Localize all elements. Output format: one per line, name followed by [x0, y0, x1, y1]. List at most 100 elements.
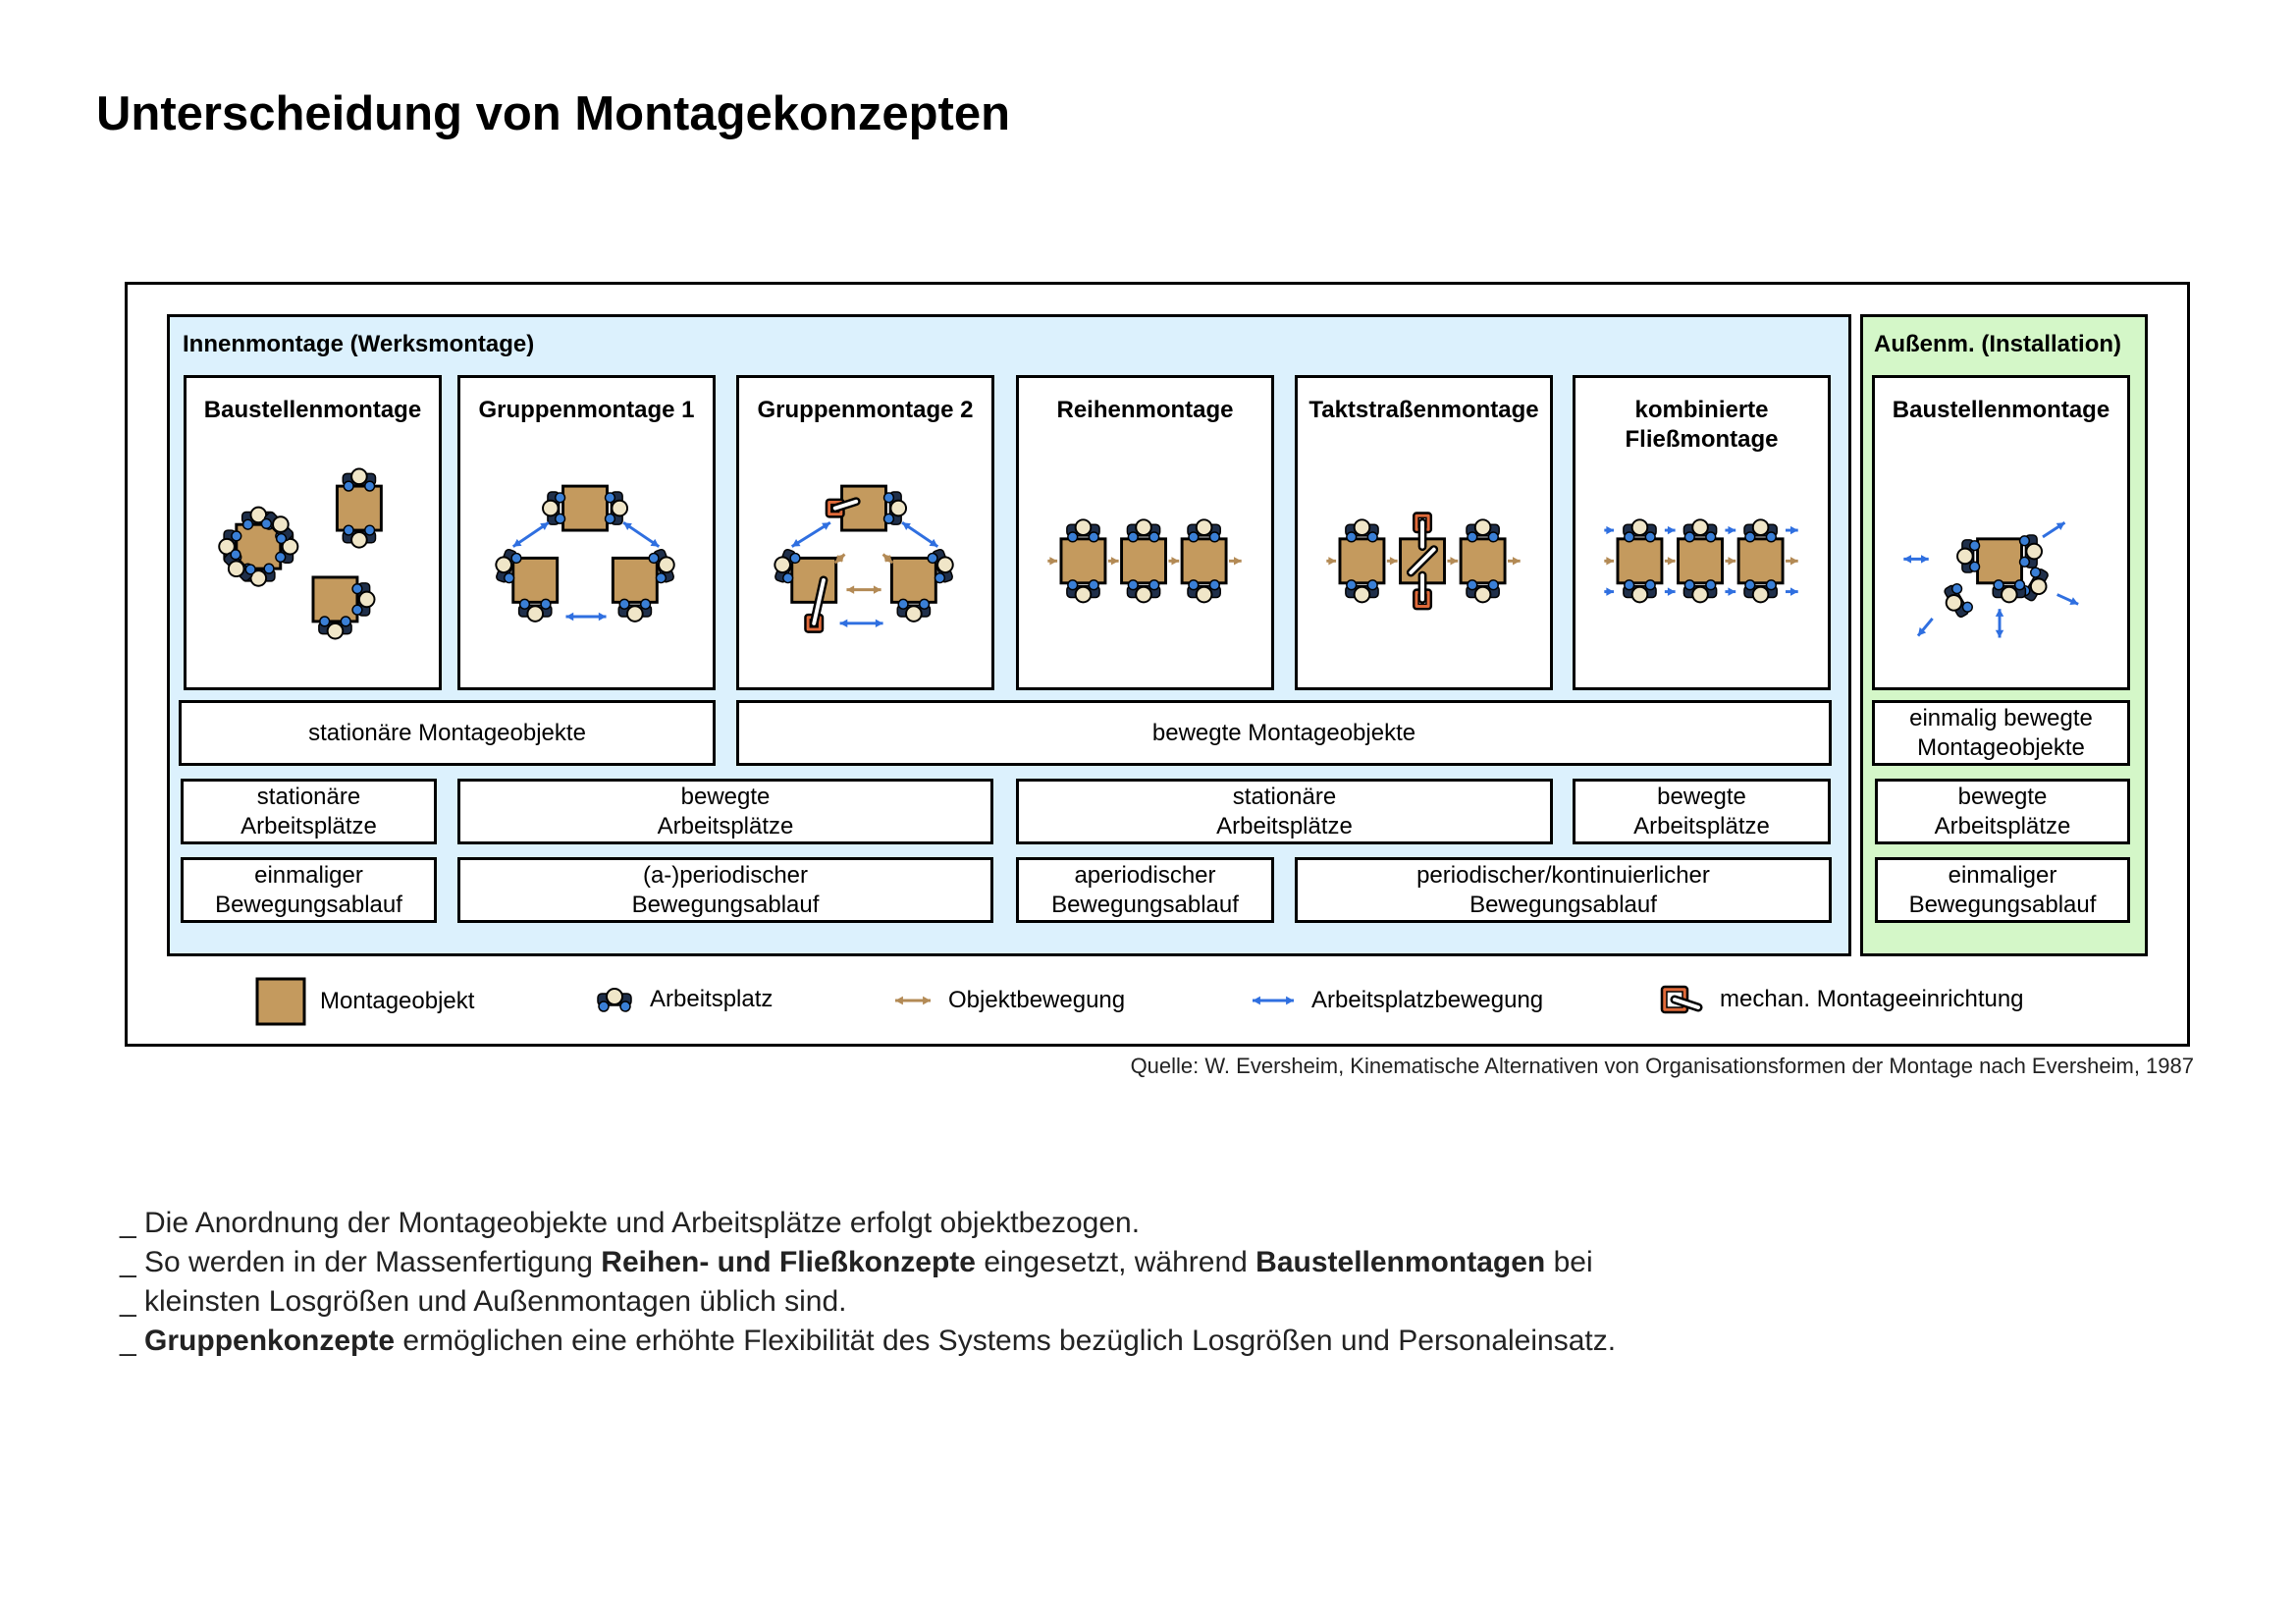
worker-hand [598, 1001, 610, 1012]
worker-hand [504, 572, 515, 584]
worker-head [1074, 585, 1093, 604]
arbeitsplatz-mark [896, 598, 932, 623]
cell-bewegte-montageobjekte: bewegte Montageobjekte [736, 700, 1832, 766]
arrow-head [791, 539, 801, 547]
concept-baustellenmontage: Baustellenmontage [184, 375, 442, 690]
arbeitsplatz-mark [1345, 579, 1379, 604]
worker-hand [655, 572, 667, 584]
worker-hand [934, 572, 946, 584]
worker-hand [2018, 535, 2031, 547]
worker-hand [1993, 579, 2004, 591]
arrow-head [846, 585, 855, 594]
arrow-head [1171, 557, 1180, 566]
montageobjekt-square [1736, 537, 1785, 585]
arbeitsplatz-mark [351, 582, 376, 617]
bullet-item: _ So werden in der Massenfertigung Reihe… [120, 1243, 1616, 1282]
concept-gruppenmontage-1: Gruppenmontage 1 [457, 375, 716, 690]
arbeitsplatzbewegung-arrow [1995, 609, 2004, 638]
worker-hand [2013, 579, 2026, 591]
legend-label: Arbeitsplatz [650, 986, 774, 1012]
objektbewegung-arrow [1604, 557, 1615, 566]
cell-stationaere-montageobjekte: stationäre Montageobjekte [179, 700, 716, 766]
worker-hand [1487, 531, 1499, 543]
arrow-head [1921, 555, 1929, 564]
worker-hand [604, 513, 616, 524]
arrow-head [1728, 525, 1736, 535]
worker-hand [1950, 583, 1963, 595]
arbeitsplatzbewegung-arrow [565, 612, 607, 622]
arrow-head [1049, 557, 1058, 566]
worker-hand [343, 524, 354, 536]
worker-head [626, 605, 644, 623]
worker-hand [555, 513, 566, 524]
bullet-item: _ kleinsten Losgrößen und Außenmontagen … [120, 1282, 1616, 1322]
brown-arrow-icon [895, 996, 931, 1005]
worker-hand [340, 616, 351, 627]
arbeitsplatz-mark [1345, 518, 1379, 543]
concept-title: Gruppenmontage 2 [757, 397, 974, 423]
montageobjekt-square [1180, 537, 1228, 585]
montageobjekt-square [1616, 537, 1664, 585]
worker-hand [1765, 579, 1777, 591]
bullet-item: _ Die Anordnung der Montageobjekte und A… [120, 1204, 1616, 1243]
concept-title: Baustellenmontage [203, 397, 422, 423]
worker-head [1751, 518, 1770, 536]
arbeitsplatz-mark [882, 491, 908, 525]
montageobjekt-square [889, 556, 937, 604]
arrow-head [1606, 587, 1615, 596]
arbeitsplatz-mark [495, 548, 522, 584]
arbeitsplatzbewegung-arrow [2056, 593, 2079, 606]
worker-hand [231, 530, 242, 542]
objektbewegung-arrow [895, 996, 931, 1005]
bullet-list: _ Die Anordnung der Montageobjekte und A… [120, 1204, 1616, 1361]
worker-head [1135, 585, 1152, 604]
cell-einmalig-bewegte-montageobjekte: einmalig bewegte Montageobjekte [1872, 700, 2130, 766]
arrow-head [1995, 609, 2004, 617]
gruppen2-diagram [774, 484, 954, 633]
arbeitsplatz-mark [1066, 518, 1100, 543]
arrow-head [512, 538, 522, 547]
bullet-text: eingesetzt, während [975, 1246, 1256, 1278]
bullet-text: _ So werden in der Massenfertigung [120, 1246, 602, 1278]
worker-hand [882, 492, 895, 504]
bullet-text: _ kleinsten Losgrößen und Außenmontagen … [120, 1285, 847, 1318]
arbeitsplatzbewegung-arrow [1786, 525, 1798, 535]
arrow-head [923, 996, 931, 1005]
worker-hand [319, 616, 331, 627]
gruppen1-diagram [495, 484, 675, 623]
objektbewegung-arrow [846, 585, 881, 594]
arrow-head [929, 538, 938, 547]
inner-assembly-panel: Innenmontage (Werksmontage) [167, 314, 1851, 956]
cell-aperiodischer-bewegungsablauf-2: aperiodischer Bewegungsablauf [1016, 857, 1274, 923]
arbeitsplatzbewegung-arrow [2042, 521, 2066, 539]
worker-hand [639, 598, 652, 610]
worker-head [606, 988, 623, 1005]
worker-hand [1127, 579, 1139, 591]
worker-head [1945, 594, 1963, 612]
worker-hand [1644, 531, 1656, 543]
concept-reihenmontage: Reihenmontage [1016, 375, 1274, 690]
worker-hand [1467, 579, 1478, 591]
arbeitsplatzbewegung-arrow [1253, 996, 1294, 1005]
worker-hand [260, 517, 272, 530]
worker-hand [1067, 531, 1079, 543]
worker-head [326, 622, 345, 640]
worker-head [1074, 518, 1093, 536]
arrow-head [895, 996, 903, 1005]
worker-hand [918, 598, 931, 610]
arbeitsplatz-mark [1466, 518, 1500, 543]
arrow-head [598, 612, 607, 622]
arbeitsplatzbewegung-arrow [790, 520, 831, 548]
worker-hand [540, 598, 552, 610]
arbeitsplatz-mark [1623, 518, 1657, 543]
bullet-text: _ Die Anordnung der Montageobjekte und A… [120, 1207, 1141, 1239]
arbeitsplatzbewegung-arrow [622, 521, 661, 548]
arbeitsplatz-mark [1466, 579, 1500, 604]
worker-hand [782, 572, 794, 584]
arrow-head [1789, 587, 1798, 596]
legend-montageobjekt: Montageobjekt [255, 977, 474, 1026]
worker-hand [1744, 531, 1756, 543]
bullet-item: _ Gruppenkonzepte ermöglichen eine erhöh… [120, 1322, 1616, 1361]
arbeitsplatz-mark [597, 988, 632, 1012]
inner-panel-label: Innenmontage (Werksmontage) [183, 331, 535, 357]
